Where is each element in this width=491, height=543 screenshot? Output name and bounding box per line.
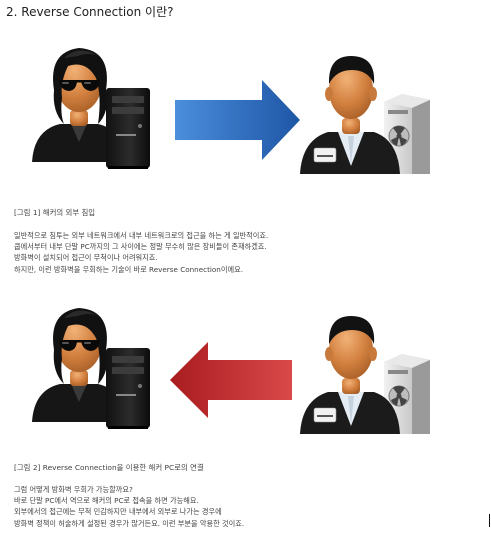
user-with-server-icon (299, 315, 431, 435)
arrow-right-icon (175, 80, 300, 160)
paragraph-line: 방화벽이 설치되어 접근이 무척이나 어려워지죠. (14, 253, 158, 263)
paragraph-line: 바로 단말 PC에서 역으로 해커의 PC로 접속을 하면 가능해요. (14, 496, 199, 506)
figure-2 (0, 290, 491, 455)
paragraph-line: 외부에서의 접근에는 무척 민감하지만 내부에서 외부로 나가는 경우에 (14, 507, 222, 517)
figure-1 (0, 28, 491, 200)
figure-2-caption: [그림 2] Reverse Connection을 이용한 해커 PC로의 연… (14, 463, 204, 472)
figure-1-caption: [그림 1] 해커의 외부 침입 (14, 208, 96, 217)
paragraph-line: 쿱에서부터 내부 단말 PC까지의 그 사이에는 정말 무수히 많은 장비들이 … (14, 242, 267, 252)
arrow-left-icon (170, 342, 292, 418)
paragraph-line: 일반적으로 침투는 외부 네트워크에서 내부 네트워크로의 접근을 하는 게 일… (14, 231, 269, 240)
text-cursor (489, 514, 490, 527)
page-title: 2. Reverse Connection 이란? (6, 5, 174, 19)
paragraph-line: 하지만, 이런 방화벽을 우회하는 기술이 바로 Reverse Connect… (14, 264, 243, 274)
user-with-server-icon (299, 55, 431, 175)
hacker-with-pc-icon (32, 48, 150, 169)
paragraph-line: 그럼 어떻게 방화벽 우회가 가능할까요? (14, 485, 133, 494)
paragraph-line: 방화벽 정책이 허술하게 설정된 경우가 많거든요. 이런 부분을 악용한 것이… (14, 518, 245, 528)
figure-1-paragraph: 일반적으로 침투는 외부 네트워크에서 내부 네트워크로의 접근을 하는 게 일… (14, 230, 268, 275)
figure-2-paragraph: 그럼 어떻게 방화벽 우회가 가능할까요? 바로 단말 PC에서 역으로 해커의… (14, 484, 244, 529)
hacker-with-pc-icon (32, 308, 150, 429)
